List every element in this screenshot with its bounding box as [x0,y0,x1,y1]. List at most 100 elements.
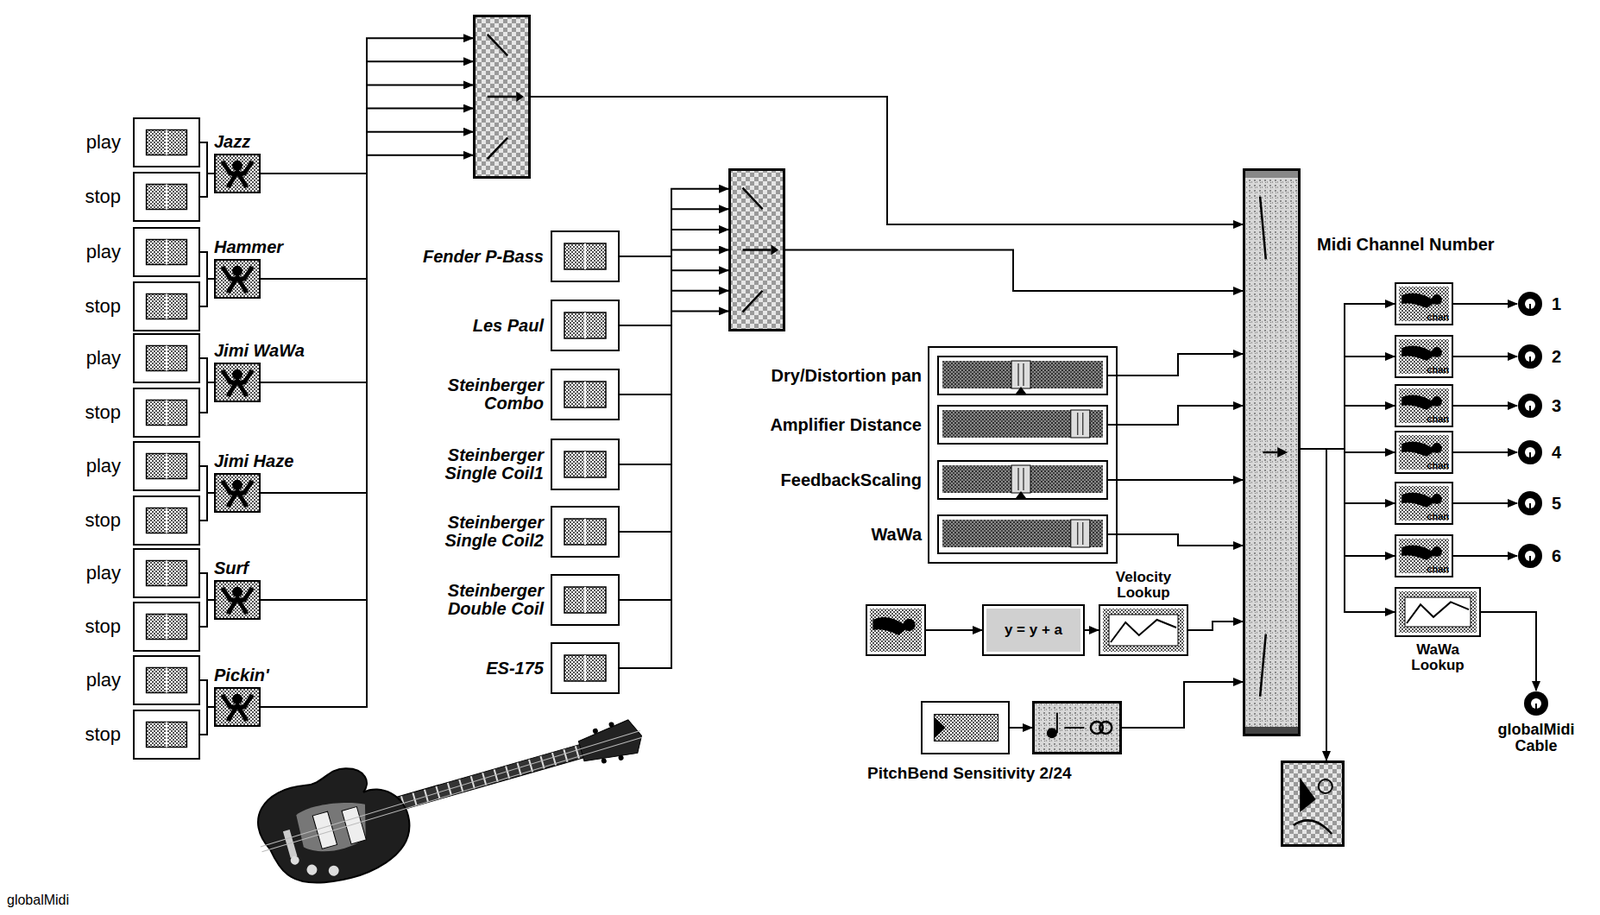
preset-box: Jimi WaWa [214,362,261,403]
drawing-stroke [1018,467,1020,491]
node-label: play [86,241,121,262]
drawing-stroke [222,480,253,507]
node-label: Hammer [214,238,284,257]
jack-box: 3 [1517,392,1544,419]
node-label: 6 [1551,547,1562,566]
drawing-stroke [1023,363,1025,386]
preset-outline [214,153,261,194]
drawing-stroke [1293,819,1332,834]
drawing-stroke [289,854,300,865]
drawing-stroke [1406,601,1469,624]
btn-outline [550,230,620,283]
drawing-stroke [1518,393,1543,418]
node-label: Velocity Lookup [1104,569,1183,601]
drawing-stroke [584,243,586,270]
drawing-stroke [592,727,599,734]
patch-cord [1108,405,1243,425]
btn-outline [132,171,201,222]
drawing-stroke [1099,721,1112,734]
drawing-stroke [928,346,1117,563]
drawing-stroke [1277,447,1288,458]
slider-outline [937,355,1109,396]
drawing-stroke [1529,555,1531,567]
node-label: Steinberger Single Coil2 [392,513,544,550]
drawing-stroke [1395,283,1453,325]
preset-outline [214,258,261,299]
drawing-stroke [146,560,188,586]
btn-box: Steinberger Single Coil1 [550,438,620,491]
btn-outline [132,601,201,652]
drawing-stroke [133,118,200,167]
drawing-stroke [165,294,168,320]
drawing-stroke [1018,363,1020,386]
patch-cord [200,492,215,521]
btn-outline [550,299,620,352]
midi-box [865,604,926,656]
drawing-stroke [1056,712,1059,734]
node-label: play [86,562,121,583]
btn-outline [132,117,201,168]
drawing-stroke [1023,467,1025,491]
drawing-stroke [1431,493,1443,504]
patch-cord [200,599,215,627]
jack-outline [1517,290,1544,317]
btn-box: Steinberger Combo [550,368,620,421]
drawing-stroke [293,793,375,859]
drawing-stroke [1535,703,1538,715]
patch-cord [619,229,729,395]
node-label: stop [84,616,121,637]
preset-outline [214,362,261,403]
drawing-stroke [551,506,619,557]
icon-outline [1280,760,1345,847]
patch-cord [1300,356,1395,449]
node-label: Steinberger Double Coil [392,581,544,618]
drawing-stroke [165,722,168,748]
drawing-stroke [260,737,644,852]
drawing-stroke [222,587,253,614]
drawing-stroke [584,518,586,545]
drawing-stroke [165,346,168,372]
drawing-stroke [1082,412,1084,435]
num-outline [920,700,1010,755]
slider-box: WaWa [937,514,1109,555]
drawing-stroke [551,369,619,420]
patch-cord [200,278,215,307]
drawing-stroke [564,451,606,478]
jack-outline [1517,490,1544,517]
drawing-stroke [214,154,260,193]
drawing-stroke [1244,170,1300,736]
graph-outline [1394,586,1481,637]
patch-cord [1084,629,1099,631]
patch-cord [200,382,215,413]
drawing-stroke [258,730,643,847]
patch-cord [1188,621,1243,630]
patch-cord [619,270,729,532]
chan-box: chan [1394,384,1454,428]
node-label: WaWa Lookup [1403,642,1473,674]
btn-box: play [132,226,201,278]
patch-cord [200,680,215,707]
preset-outline [214,579,261,620]
btn-outline [132,655,201,706]
drawing-stroke [1015,386,1027,394]
patch-cord [1108,534,1243,546]
patch-cord [1300,448,1395,612]
drawing-stroke [1431,442,1443,454]
jack-box: 5 [1517,490,1544,517]
jack-outline [1517,343,1544,370]
drawing-stroke [305,862,319,876]
patch-cord [1300,405,1395,449]
node-label: stop [84,510,121,530]
drawing-stroke [1259,196,1278,697]
cut-off-note: globalMidi [6,892,70,908]
preset-box: Jimi Haze [214,472,261,513]
preset-box: Surf [214,579,261,620]
drawing-stroke [1518,491,1543,516]
drawing-stroke [214,580,260,619]
btn-box: Steinberger Double Coil [550,573,620,626]
drawing-stroke [1431,346,1443,358]
drawing-stroke [1011,465,1031,493]
node-label: Pickin' [214,666,270,685]
patch-cord [1121,681,1243,728]
